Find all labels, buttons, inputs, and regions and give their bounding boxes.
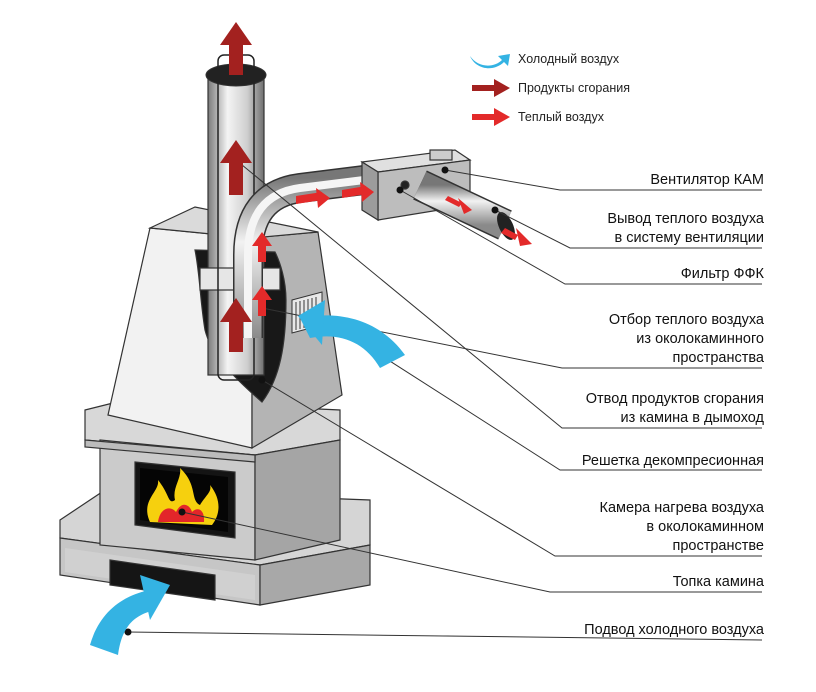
callout-filter: Фильтр ФФК xyxy=(681,265,764,284)
callout-line: пространства xyxy=(672,350,764,366)
curved-arrow-icon xyxy=(470,54,510,69)
callout-line: Отвод продуктов сгорания xyxy=(585,391,764,407)
callout-line: из камина в дымоход xyxy=(620,410,764,426)
warm-air-duct xyxy=(233,163,382,338)
block-arrow-icon xyxy=(472,108,510,126)
callout-grille: Решетка декомпресионная xyxy=(582,452,764,471)
legend-item-combustion: Продукты сгорания xyxy=(468,77,668,99)
callout-heating-chamber: Камера нагрева воздуха в околокаминном п… xyxy=(600,499,764,556)
leader-lines xyxy=(127,159,763,641)
callout-line: в систему вентиляции xyxy=(614,230,764,246)
callout-firebox: Топка камина xyxy=(673,573,764,592)
callout-warm-air-output: Вывод теплого воздуха в систему вентиляц… xyxy=(607,210,764,248)
callout-line: Топка камина xyxy=(672,574,764,590)
warm-air-arrows xyxy=(252,182,532,316)
legend-item-cold-air: Холодный воздух xyxy=(468,48,668,70)
callout-fan: Вентилятор КАМ xyxy=(650,171,764,190)
cold-air-arrows xyxy=(90,300,405,655)
block-arrow-icon xyxy=(472,79,510,97)
legend-label: Продукты сгорания xyxy=(518,81,630,95)
legend-item-warm-air: Теплый воздух xyxy=(468,106,668,128)
callout-line: из околокаминного xyxy=(636,331,764,347)
callout-warm-air-intake: Отбор теплого воздуха из околокаминного … xyxy=(609,311,764,368)
callout-line: Подвод холодного воздуха xyxy=(584,622,764,638)
callout-flue: Отвод продуктов сгорания из камина в дым… xyxy=(586,390,764,428)
callout-line: Отбор теплого воздуха xyxy=(608,312,764,328)
callout-line: Вентилятор КАМ xyxy=(650,172,764,188)
callout-cold-air-supply: Подвод холодного воздуха xyxy=(584,621,764,640)
legend-label: Холодный воздух xyxy=(518,52,620,66)
callout-line: в околокаминном xyxy=(646,519,764,535)
callout-line: Решетка декомпресионная xyxy=(581,453,764,469)
callout-line: Фильтр ФФК xyxy=(680,266,764,282)
legend-label: Теплый воздух xyxy=(518,110,604,124)
callout-line: Камера нагрева воздуха xyxy=(599,500,764,516)
callout-line: пространстве xyxy=(672,538,764,554)
combustion-arrows xyxy=(220,22,252,352)
callout-line: Вывод теплого воздуха xyxy=(607,211,764,227)
